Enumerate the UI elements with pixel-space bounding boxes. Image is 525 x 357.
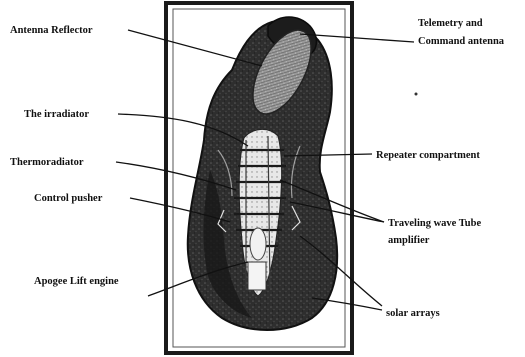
- label-twt-line1: Traveling wave Tube: [388, 218, 481, 229]
- label-control-pusher: Control pusher: [34, 193, 103, 204]
- label-apogee: Apogee Lift engine: [34, 276, 119, 287]
- label-telemetry-line2: Command antenna: [418, 36, 505, 47]
- label-telemetry-line1: Telemetry and: [418, 18, 483, 29]
- label-irradiator: The irradiator: [24, 109, 89, 120]
- label-solar-arrays: solar arrays: [386, 308, 440, 319]
- label-repeater: Repeater compartment: [376, 150, 480, 161]
- label-antenna-reflector: Antenna Reflector: [10, 25, 93, 36]
- label-twt-line2: amplifier: [388, 235, 430, 246]
- label-thermoradiator: Thermoradiator: [10, 157, 84, 168]
- stray-dot: [415, 93, 418, 96]
